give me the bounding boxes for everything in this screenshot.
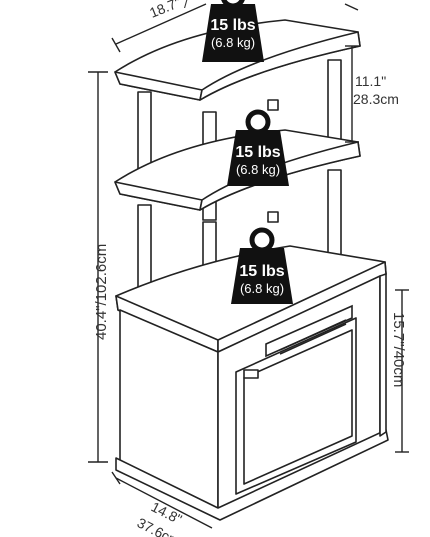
weight-2-sub: (6.8 kg) <box>236 162 280 177</box>
weight-3-sub: (6.8 kg) <box>240 281 284 296</box>
weight-2-main: 15 lbs <box>235 144 280 161</box>
weight-icon: 15 lbs (6.8 kg) <box>202 0 264 62</box>
dim-top-width-cm: / <box>184 0 188 11</box>
fireplace-icon <box>243 319 347 379</box>
svg-text:15.7"/40cm: 15.7"/40cm <box>390 312 407 387</box>
dim-shelf-gap: 11.1" 28.3cm <box>345 45 399 143</box>
dim-total-height-in: 40.4" <box>93 305 110 340</box>
weight-1-main: 15 lbs <box>210 17 255 34</box>
dim-total-height-cm: /102.6cm <box>93 244 110 306</box>
weight-1-sub: (6.8 kg) <box>211 35 255 50</box>
dim-cabinet-height-in: 15.7" <box>390 312 407 347</box>
svg-text:40.4"/102.6cm: 40.4"/102.6cm <box>93 244 110 340</box>
dim-base-depth: 14.8" 37.6cm <box>111 471 213 537</box>
dim-shelf-gap-in: 11.1" <box>355 73 386 89</box>
dim-top-width-in: 18.7" <box>147 0 183 21</box>
dim-shelf-gap-cm: 28.3cm <box>353 91 399 107</box>
weight-icon: 15 lbs (6.8 kg) <box>231 227 293 304</box>
dim-cabinet-height-cm: /40cm <box>390 347 407 388</box>
weight-3-main: 15 lbs <box>239 263 284 280</box>
weight-icon: 15 lbs (6.8 kg) <box>227 109 289 186</box>
cabinet <box>115 245 389 521</box>
dim-total-height: 40.4"/102.6cm <box>88 71 110 463</box>
dim-cabinet-height: 15.7"/40cm <box>390 289 409 453</box>
